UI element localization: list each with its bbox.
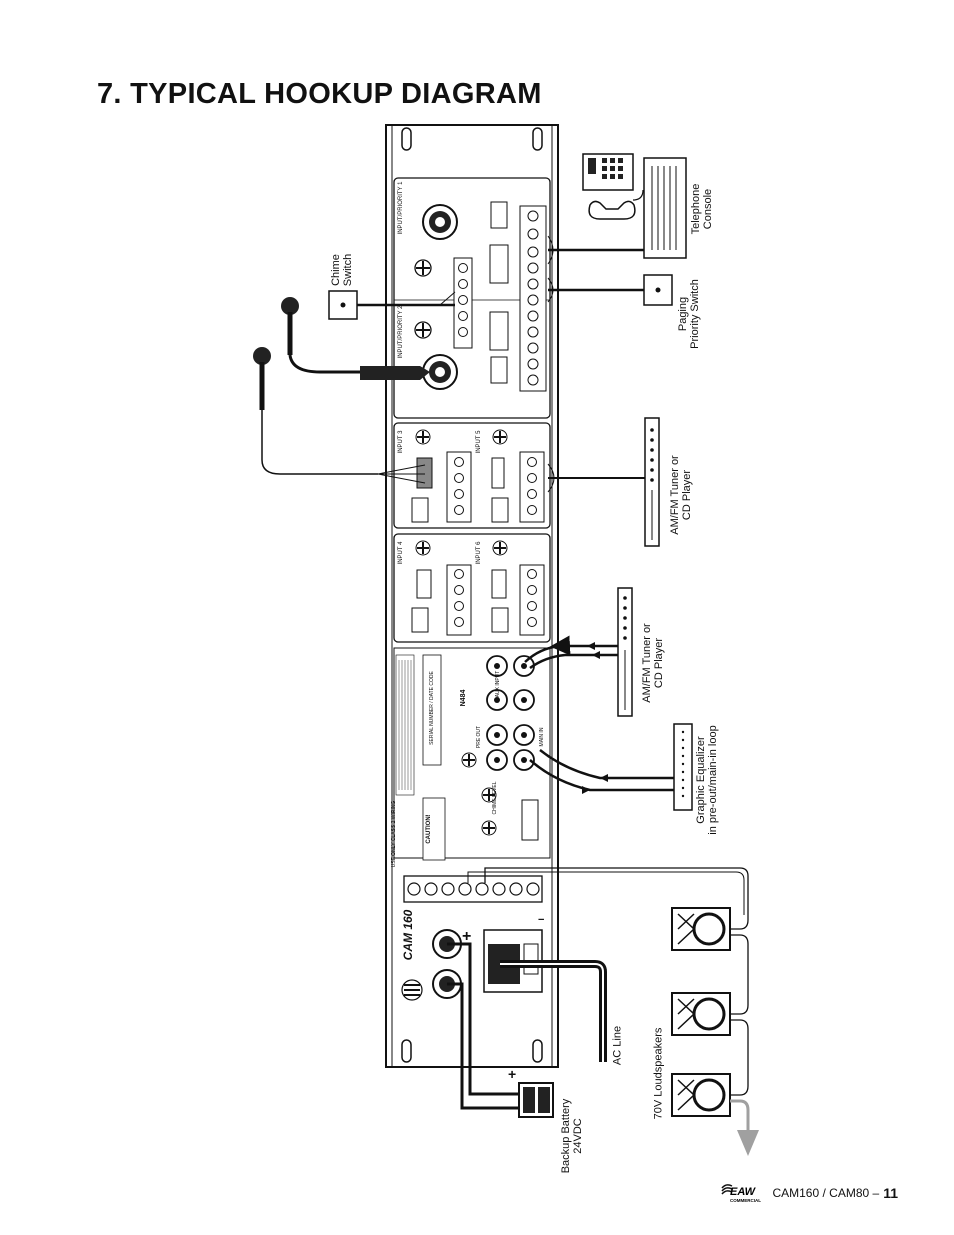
mount-slot	[532, 127, 543, 151]
dip-switch	[489, 244, 509, 284]
panel-input-1-label: INPUT/PRIORITY 1	[398, 181, 404, 235]
brand-text: EAW	[730, 1186, 757, 1198]
panel-caution-label: CAUTION!	[426, 814, 432, 844]
battery-plus-label: +	[462, 928, 472, 945]
panel-serial-label: SERIAL NUMBER / DATE CODE	[429, 671, 435, 745]
back-panel	[393, 647, 551, 861]
panel-pre-out-label: PRE OUT	[476, 725, 482, 749]
panel-input-6-label: INPUT 6	[476, 541, 482, 565]
graphic-equalizer	[529, 723, 693, 811]
panel-main-in-label: MAIN IN	[539, 727, 545, 747]
mount-slot	[532, 1039, 543, 1063]
loudspeakers	[467, 867, 759, 1156]
input-4-6-module	[393, 533, 551, 643]
panel-input-4-label: INPUT 4	[398, 541, 404, 565]
microphone-2	[253, 347, 426, 484]
ac-line-cable	[500, 960, 607, 1062]
panel-aux-label: AUX INPUT	[495, 670, 501, 698]
backup-battery	[447, 942, 554, 1118]
page-footer: EAW COMMERCIAL CAM160 / CAM80 – 11	[720, 1182, 898, 1204]
loudspeakers-label: 70V Loudspeakers	[652, 1027, 665, 1120]
am-fm-tuner-1	[547, 417, 660, 547]
mount-slot	[401, 127, 412, 151]
eaw-panel-logo	[401, 979, 423, 1001]
page-number: 11	[883, 1185, 898, 1201]
am-fm-tuner-2	[524, 587, 633, 717]
input-3-5-module	[393, 422, 551, 529]
footer-model-text: CAM160 / CAM80 –	[772, 1186, 880, 1200]
page-title: 7. TYPICAL HOOKUP DIAGRAM	[97, 78, 542, 110]
panel-chime-level-label: CHIME LEVEL	[492, 781, 498, 815]
panel-class2-label: USE ONLY CLASS 2 WIRING	[391, 800, 397, 868]
output-terminals	[403, 875, 543, 903]
eaw-logo-icon: EAW COMMERCIAL	[720, 1182, 762, 1204]
terminal-screws	[458, 210, 539, 386]
chime-switch	[328, 290, 456, 320]
ac-line-label: AC Line	[611, 1025, 624, 1066]
panel-n484-label: N484	[460, 689, 467, 707]
rca-jacks	[486, 655, 535, 771]
brand-sub-text: COMMERCIAL	[730, 1198, 761, 1203]
panel-input-5-label: INPUT 5	[476, 430, 482, 454]
telephone-console	[547, 153, 687, 265]
mount-slot	[401, 1039, 412, 1063]
panel-input-2-label: INPUT/PRIORITY 2	[398, 305, 404, 359]
panel-input-3-label: INPUT 3	[398, 430, 404, 454]
panel-minus-label: −	[538, 914, 545, 926]
input-priority-module	[393, 177, 551, 419]
microphone-1	[281, 297, 430, 380]
paging-priority-switch	[547, 274, 673, 306]
panel-model-label: CAM 160	[401, 909, 415, 961]
battery-external-plus-label: +	[508, 1066, 517, 1082]
dip-switch	[489, 311, 509, 351]
